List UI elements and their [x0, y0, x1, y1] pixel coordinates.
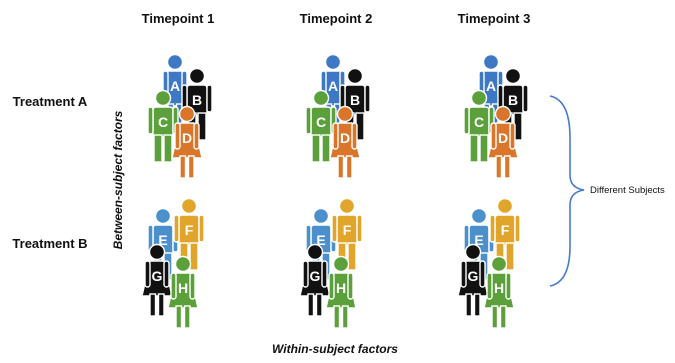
subject-letter: G: [152, 268, 163, 284]
different-subjects-bracket: [549, 95, 585, 287]
subject-figure-g: G: [457, 243, 489, 317]
subject-letter: E: [316, 232, 325, 248]
subject-letter: C: [158, 114, 168, 130]
subject-figure-g: G: [299, 243, 331, 317]
subject-letter: F: [501, 222, 510, 238]
subject-figure-d: D: [329, 105, 361, 179]
subject-figure-h: H: [483, 255, 515, 329]
within-subject-axis-label: Within-subject factors: [272, 342, 398, 356]
subject-letter: H: [494, 280, 504, 296]
subject-letter: D: [340, 130, 350, 146]
subject-letter: E: [474, 232, 483, 248]
subject-letter: H: [178, 280, 188, 296]
treatment-a-timepoint-2-group: AB CD: [305, 53, 371, 179]
subject-letter: B: [350, 92, 360, 108]
subject-figure-c: C: [305, 89, 337, 163]
subject-letter: C: [316, 114, 326, 130]
subject-figure-c: C: [147, 89, 179, 163]
subject-letter: A: [328, 78, 338, 94]
subject-figure-g: G: [141, 243, 173, 317]
treatment-b-timepoint-1-group: E F GH: [141, 197, 205, 329]
subject-letter: B: [508, 92, 518, 108]
treatment-a-timepoint-3-group: AB CD: [463, 53, 529, 179]
treatment-a-label: Treatment A: [13, 94, 88, 109]
subject-figure-c: C: [463, 89, 495, 163]
subject-figure-d: D: [171, 105, 203, 179]
subject-letter: A: [486, 78, 496, 94]
subject-letter: D: [498, 130, 508, 146]
timepoint-1-header: Timepoint 1: [142, 11, 215, 26]
subject-letter: E: [158, 232, 167, 248]
subject-letter: F: [185, 222, 194, 238]
treatment-b-timepoint-3-group: E F GH: [457, 197, 521, 329]
subject-figure-d: D: [487, 105, 519, 179]
subject-figure-f: F: [331, 197, 363, 271]
between-subject-axis-label: Between-subject factors: [111, 110, 125, 249]
subject-figure-h: H: [167, 255, 199, 329]
timepoint-2-header: Timepoint 2: [300, 11, 373, 26]
subject-letter: H: [336, 280, 346, 296]
subject-figure-h: H: [325, 255, 357, 329]
treatment-b-timepoint-2-group: E F GH: [299, 197, 363, 329]
treatment-a-timepoint-1-group: AB CD: [147, 53, 213, 179]
timepoint-3-header: Timepoint 3: [458, 11, 531, 26]
subject-figure-f: F: [489, 197, 521, 271]
treatment-b-label: Treatment B: [12, 236, 87, 251]
subject-letter: G: [310, 268, 321, 284]
subject-letter: B: [192, 92, 202, 108]
subject-letter: G: [468, 268, 479, 284]
subject-letter: A: [170, 78, 180, 94]
different-subjects-label: Different Subjects: [590, 185, 665, 196]
subject-letter: D: [182, 130, 192, 146]
subject-letter: F: [343, 222, 352, 238]
subject-letter: C: [474, 114, 484, 130]
